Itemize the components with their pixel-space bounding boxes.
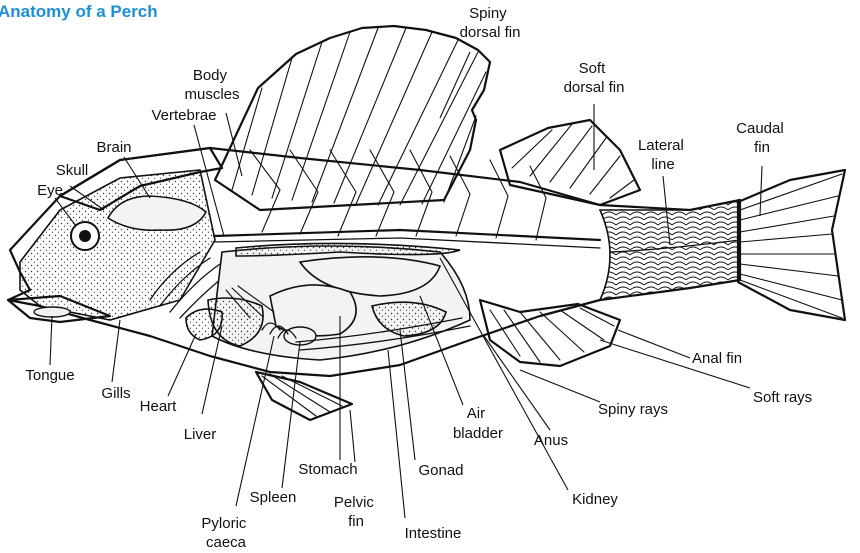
anal-fin-shape: [480, 300, 620, 366]
label-brain: Brain: [96, 139, 131, 156]
label-tongue: Tongue: [25, 367, 74, 384]
label-soft-rays: Soft rays: [753, 389, 812, 406]
label-spiny-dorsal-fin: Spiny dorsal fin: [460, 5, 521, 41]
caudal-fin-shape: [738, 170, 845, 320]
label-body-muscles: Body muscles: [184, 67, 239, 103]
label-anal-fin: Anal fin: [692, 350, 742, 367]
label-spleen: Spleen: [250, 489, 297, 506]
soft-dorsal-fin-shape: [500, 120, 640, 205]
label-soft-dorsal-fin: Soft dorsal fin: [564, 60, 625, 96]
spiny-dorsal-fin-rays: [232, 28, 486, 205]
figure-title: Anatomy of a Perch: [0, 2, 158, 21]
label-caudal-fin: Caudal fin: [736, 120, 788, 156]
label-pelvic-fin: Pelvic fin: [334, 494, 378, 530]
label-gills: Gills: [101, 385, 130, 402]
label-eye: Eye: [37, 182, 63, 199]
label-pyloric-caeca: Pyloric caeca: [201, 515, 250, 551]
scaled-tail-region: [600, 200, 740, 300]
label-stomach: Stomach: [298, 461, 357, 478]
eye-pupil: [79, 230, 91, 242]
label-intestine: Intestine: [405, 525, 462, 542]
label-kidney: Kidney: [572, 491, 618, 508]
label-gonad: Gonad: [418, 462, 463, 479]
label-spiny-rays: Spiny rays: [598, 401, 668, 418]
label-heart: Heart: [140, 398, 178, 415]
label-lateral-line: Lateral line: [638, 137, 688, 173]
label-liver: Liver: [184, 426, 217, 443]
label-skull: Skull: [56, 162, 89, 179]
label-vertebrae: Vertebrae: [151, 107, 216, 124]
label-air-bladder: Air bladder: [453, 405, 503, 442]
tongue-shape: [34, 307, 70, 317]
label-anus: Anus: [534, 432, 568, 449]
